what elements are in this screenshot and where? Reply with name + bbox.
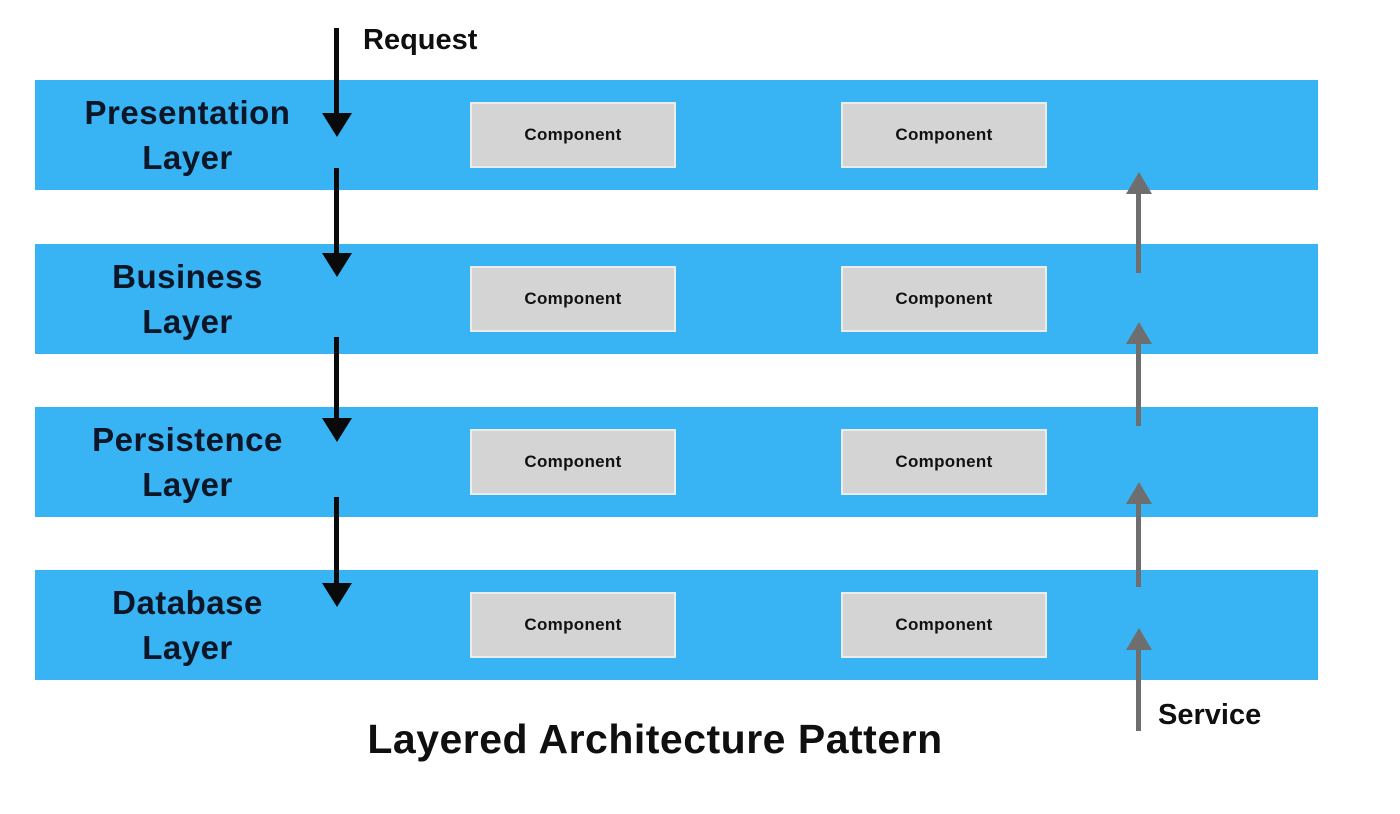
layer-label-presentation: Presentation Layer bbox=[35, 90, 340, 180]
diagram-title: Layered Architecture Pattern bbox=[367, 716, 943, 762]
arrowhead-down-icon bbox=[322, 253, 352, 277]
request-flow-label: Request bbox=[363, 24, 478, 56]
component-box: Component bbox=[470, 266, 676, 332]
layer-label-line1: Database bbox=[112, 584, 263, 621]
layer-label-database: Database Layer bbox=[35, 580, 340, 670]
component-box: Component bbox=[841, 102, 1047, 168]
component-box: Component bbox=[841, 592, 1047, 658]
service-arrow-line-segment bbox=[1136, 344, 1141, 426]
layer-label-line1: Presentation bbox=[84, 94, 291, 131]
layer-label-persistence: Persistence Layer bbox=[35, 417, 340, 507]
request-arrow-line-segment bbox=[334, 28, 339, 113]
layer-label-business: Business Layer bbox=[35, 254, 340, 344]
component-box: Component bbox=[470, 102, 676, 168]
layer-label-line1: Persistence bbox=[92, 421, 283, 458]
component-box: Component bbox=[841, 266, 1047, 332]
arrowhead-up-icon bbox=[1126, 172, 1152, 194]
arrowhead-up-icon bbox=[1126, 628, 1152, 650]
layer-label-line2: Layer bbox=[142, 139, 233, 176]
layer-label-line2: Layer bbox=[142, 303, 233, 340]
service-arrow-line-segment bbox=[1136, 504, 1141, 587]
layer-label-line2: Layer bbox=[142, 629, 233, 666]
arrowhead-down-icon bbox=[322, 113, 352, 137]
arrowhead-down-icon bbox=[322, 418, 352, 442]
component-box: Component bbox=[841, 429, 1047, 495]
service-arrow-line-segment bbox=[1136, 194, 1141, 273]
layer-label-line1: Business bbox=[112, 258, 263, 295]
request-arrow-line-segment bbox=[334, 337, 339, 418]
arrowhead-up-icon bbox=[1126, 322, 1152, 344]
layer-band-business: Business Layer Component Component bbox=[35, 244, 1318, 354]
component-box: Component bbox=[470, 592, 676, 658]
layer-band-persistence: Persistence Layer Component Component bbox=[35, 407, 1318, 517]
request-arrow-line-segment bbox=[334, 497, 339, 583]
service-arrow-line-segment bbox=[1136, 650, 1141, 731]
component-box: Component bbox=[470, 429, 676, 495]
layer-band-presentation: Presentation Layer Component Component bbox=[35, 80, 1318, 190]
arrowhead-up-icon bbox=[1126, 482, 1152, 504]
layer-label-line2: Layer bbox=[142, 466, 233, 503]
service-flow-label: Service bbox=[1158, 699, 1262, 731]
layer-band-database: Database Layer Component Component bbox=[35, 570, 1318, 680]
arrowhead-down-icon bbox=[322, 583, 352, 607]
request-arrow-line-segment bbox=[334, 168, 339, 253]
